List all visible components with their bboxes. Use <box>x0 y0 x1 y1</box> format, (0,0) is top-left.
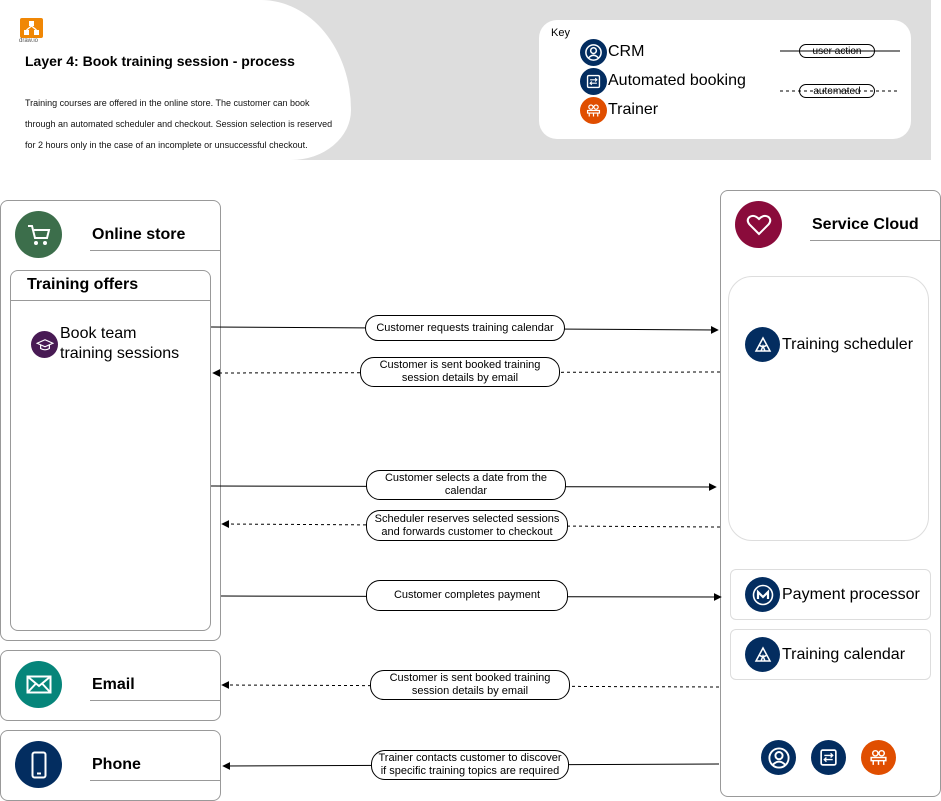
flow-label-7: Trainer contacts customer to discover if… <box>371 750 569 780</box>
training-calendar-label[interactable]: Training calendar <box>782 646 906 663</box>
flow-label-4: Scheduler reserves selected sessions and… <box>366 510 568 541</box>
mulesoft-icon <box>745 577 780 612</box>
flow-label-3: Customer selects a date from the calenda… <box>366 470 566 500</box>
heart-icon <box>735 201 782 248</box>
training-scheduler-panel <box>728 276 929 541</box>
service-cloud-underline <box>810 240 941 241</box>
training-offers-title: Training offers <box>27 276 139 293</box>
automated-booking-icon <box>580 68 607 95</box>
flow-label-text: session details by email <box>411 685 529 697</box>
flow-label-5: Customer completes payment <box>366 580 568 611</box>
book-team-training-label[interactable]: Book team training sessions <box>60 324 179 364</box>
key-crm-label: CRM <box>608 43 645 60</box>
flow-label-6: Customer is sent booked training session… <box>370 670 570 700</box>
service-cloud-title: Service Cloud <box>812 216 919 233</box>
calendar-mountain-icon <box>745 637 780 672</box>
flow-label-text: if specific training topics are required <box>380 765 560 777</box>
email-underline <box>90 700 220 701</box>
flow-label-text: Customer selects a date from the <box>384 472 547 484</box>
training-scheduler-label[interactable]: Training scheduler <box>782 336 914 353</box>
crm-icon <box>761 740 796 775</box>
email-title: Email <box>92 676 135 693</box>
online-store-underline <box>90 250 220 251</box>
key-automated-booking-label: Automated booking <box>608 72 746 89</box>
crm-icon <box>580 39 607 66</box>
envelope-icon <box>15 661 62 708</box>
description-line: through an automated scheduler and check… <box>25 119 333 129</box>
flow-label-text: and forwards customer to checkout <box>381 525 553 538</box>
key-trainer-label: Trainer <box>608 101 659 118</box>
description-line: Training courses are offered in the onli… <box>25 98 310 108</box>
book-team-line: Book team <box>60 325 137 342</box>
flow-label-text: Customer requests training calendar <box>376 321 554 334</box>
trainer-icon <box>580 97 607 124</box>
cart-icon <box>15 211 62 258</box>
flow-label-1: Customer requests training calendar <box>365 315 565 341</box>
flow-arrow-4 <box>221 520 721 529</box>
header-card <box>0 0 351 160</box>
flow-label-text: Customer is sent booked training <box>379 359 541 371</box>
description: Training courses are offered in the onli… <box>25 93 345 156</box>
trainer-icon <box>861 740 896 775</box>
flow-label-text: Customer completes payment <box>393 589 541 601</box>
payment-processor-label[interactable]: Payment processor <box>782 586 920 603</box>
key-label: Key <box>551 27 570 39</box>
description-line: for 2 hours only in the case of an incom… <box>25 140 308 150</box>
graduation-cap-icon <box>31 331 58 358</box>
flow-label-text: Trainer contacts customer to discover <box>378 752 562 764</box>
flow-label-text: Customer is sent booked training <box>389 672 551 684</box>
logo-text: draw.io <box>19 38 39 44</box>
online-store-title: Online store <box>92 226 186 243</box>
drawio-logo-icon <box>20 18 43 38</box>
training-offers-panel <box>10 270 211 631</box>
automated-booking-icon <box>811 740 846 775</box>
flow-label-text: calendar <box>444 485 488 497</box>
phone-icon <box>15 741 62 788</box>
scheduler-mountain-icon <box>745 327 780 362</box>
phone-title: Phone <box>92 756 141 773</box>
training-offers-divider <box>10 300 211 301</box>
flow-label-text: Scheduler reserves selected sessions <box>374 512 560 525</box>
flow-label-2: Customer is sent booked training session… <box>360 357 560 387</box>
flow-label-text: session details by email <box>401 372 519 384</box>
page-title: Layer 4: Book training session - process <box>25 53 295 69</box>
phone-underline <box>90 780 220 781</box>
training-sessions-line: training sessions <box>60 345 180 362</box>
